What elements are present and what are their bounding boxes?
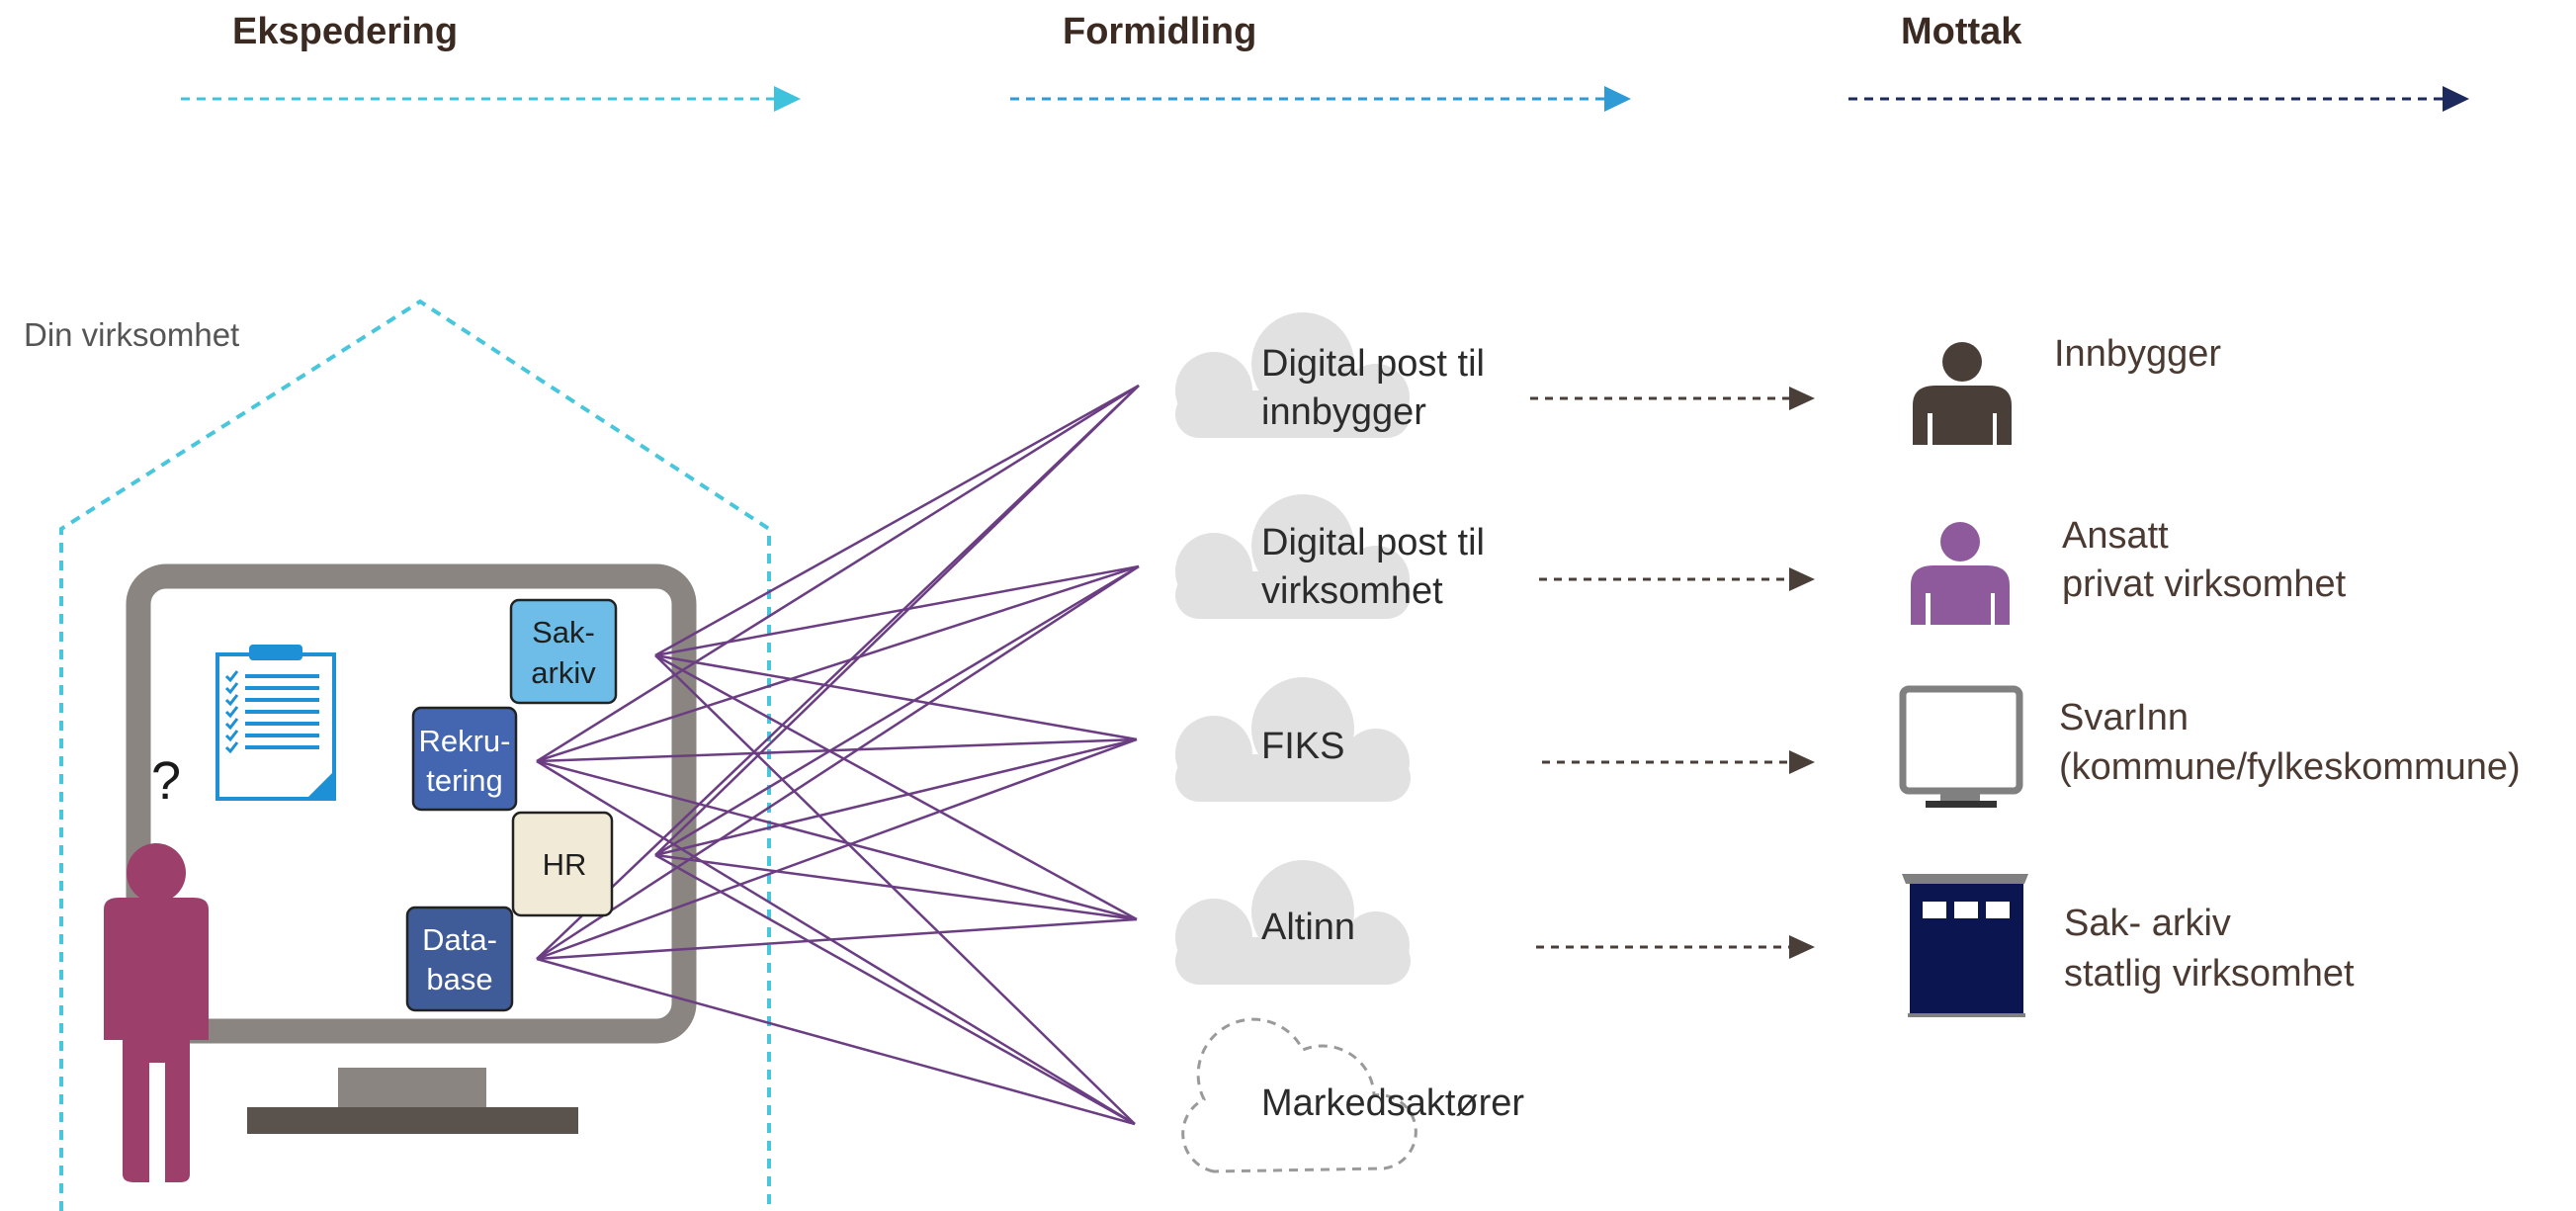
- system-label-line: tering: [426, 763, 503, 798]
- channel-label-line: Digital post til: [1261, 343, 1485, 385]
- connection-line: [536, 385, 1140, 960]
- receiver-label-line: statlig virksomhet: [2064, 953, 2355, 995]
- channel-label-line: innbygger: [1261, 391, 1426, 433]
- person-icon: [1911, 522, 2010, 625]
- stage-headers: Ekspedering Formidling Mottak: [181, 11, 2469, 112]
- receiver-label-line: Innbygger: [2054, 333, 2221, 375]
- receiver-ansatt: Ansatt privat virksomhet: [1911, 515, 2347, 625]
- connection-line: [654, 853, 1138, 921]
- stage-label-formidling: Formidling: [1063, 11, 1256, 52]
- person-icon: [1913, 342, 2012, 445]
- connection-line: [536, 957, 1136, 1126]
- channel-label-line: Altinn: [1261, 907, 1355, 948]
- connection-line: [654, 737, 1138, 857]
- connection-line: [654, 853, 1136, 1126]
- receiver-innbygger: Innbygger: [1913, 333, 2221, 445]
- system-box-hr: HR: [511, 811, 614, 917]
- connection-line: [536, 759, 1138, 921]
- connection-line: [654, 654, 1136, 1125]
- monitor-icon: [126, 563, 697, 1134]
- house-outline: Din virksomhet: [15, 299, 771, 1211]
- channel-markedsaktorer: Markedsaktører: [1181, 1017, 1524, 1173]
- cloud-icon: [1175, 312, 1411, 438]
- clipboard-icon: [215, 645, 336, 801]
- channel-label-line: FIKS: [1261, 726, 1344, 767]
- house-label: Din virksomhet: [24, 316, 239, 353]
- connection-line: [536, 737, 1138, 763]
- system-box-database: Data- base: [405, 906, 514, 1012]
- receiver-label-line: (kommune/fylkeskommune): [2059, 746, 2521, 788]
- channel-fiks: FIKS: [1175, 677, 1411, 802]
- cloud-icon: [1175, 494, 1411, 619]
- receiver-label-line: Sak- arkiv: [2064, 903, 2231, 944]
- system-label-line: Rekru-: [418, 724, 510, 758]
- system-label-line: Data-: [422, 922, 497, 957]
- system-box-rekrutering: Rekru- tering: [411, 706, 518, 812]
- channel-label-line: Digital post til: [1261, 522, 1485, 563]
- stage-label-ekspedering: Ekspedering: [232, 11, 458, 52]
- connection-line: [654, 384, 1140, 657]
- monitor-icon: [1899, 685, 2023, 808]
- receiver-label-line: SvarInn: [2059, 697, 2189, 738]
- receiver-label-line: Ansatt: [2062, 515, 2169, 557]
- channel-altinn: Altinn: [1175, 860, 1411, 985]
- system-box-sakarkiv: Sak- arkiv: [509, 598, 618, 705]
- connection-line: [536, 564, 1140, 961]
- connection-line: [536, 564, 1140, 763]
- connection-line: [536, 737, 1138, 961]
- arrowhead-icon: [1789, 387, 1815, 959]
- system-label-line: Sak-: [532, 615, 595, 649]
- receiver-svarinn: SvarInn (kommune/fylkeskommune): [1899, 685, 2521, 808]
- system-label-line: base: [426, 962, 492, 996]
- arrowhead-icon: [774, 86, 801, 112]
- connection-lines: [536, 384, 1140, 1126]
- connection-line: [654, 653, 1138, 921]
- stage-label-mottak: Mottak: [1901, 11, 2022, 52]
- arrowhead-icon: [2443, 86, 2469, 112]
- system-label-line: HR: [543, 847, 587, 882]
- cloud-icon: [1175, 860, 1411, 985]
- channel-label-line: Markedsaktører: [1261, 1082, 1524, 1124]
- connection-line: [654, 653, 1138, 741]
- connection-line: [654, 564, 1140, 857]
- question-mark: ?: [151, 751, 181, 811]
- connection-line: [654, 564, 1140, 657]
- channel-digital-post-innbygger: Digital post til innbygger: [1175, 312, 1485, 438]
- cloud-icon: [1175, 677, 1411, 802]
- connection-line: [536, 917, 1138, 961]
- connection-line: [536, 759, 1136, 1126]
- person-icon: [104, 843, 209, 1182]
- receiver-label-line: privat virksomhet: [2062, 563, 2347, 605]
- channel-digital-post-virksomhet: Digital post til virksomhet: [1175, 494, 1485, 619]
- system-label-line: arkiv: [531, 655, 596, 690]
- arrowhead-icon: [1604, 86, 1631, 112]
- archive-cabinet-icon: [1902, 874, 2028, 1017]
- channel-label-line: virksomhet: [1261, 570, 1443, 612]
- connection-line: [536, 384, 1140, 763]
- receiver-sakarkiv-statlig: Sak- arkiv statlig virksomhet: [1902, 874, 2355, 1017]
- delivery-arrows: [1530, 396, 1791, 949]
- cloud-outline-icon: [1181, 1017, 1417, 1173]
